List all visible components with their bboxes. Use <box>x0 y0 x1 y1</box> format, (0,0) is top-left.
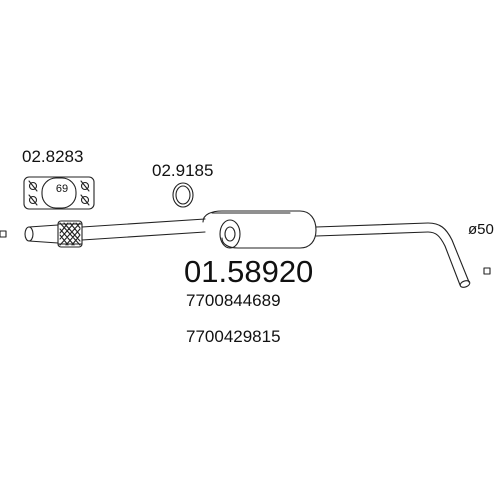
gasket-part-code: 02.9185 <box>152 161 214 180</box>
intermediate-pipe <box>81 218 206 241</box>
clamp-part-code: 02.8283 <box>22 147 84 166</box>
clamp <box>23 176 95 210</box>
muffler <box>202 210 317 249</box>
gasket-ring <box>172 182 194 208</box>
diameter-label: ø50 <box>468 221 494 238</box>
main-part-number: 01.58920 <box>184 254 314 289</box>
tail-pipe <box>315 222 471 288</box>
oe-number-1: 7700844689 <box>186 291 281 310</box>
outlet-end-marker <box>483 267 491 275</box>
inlet-end-marker <box>0 230 7 238</box>
flexible-section <box>57 220 83 248</box>
clamp-size-label: 69 <box>55 183 69 195</box>
front-pipe <box>24 224 59 244</box>
oe-number-2: 7700429815 <box>186 327 281 346</box>
